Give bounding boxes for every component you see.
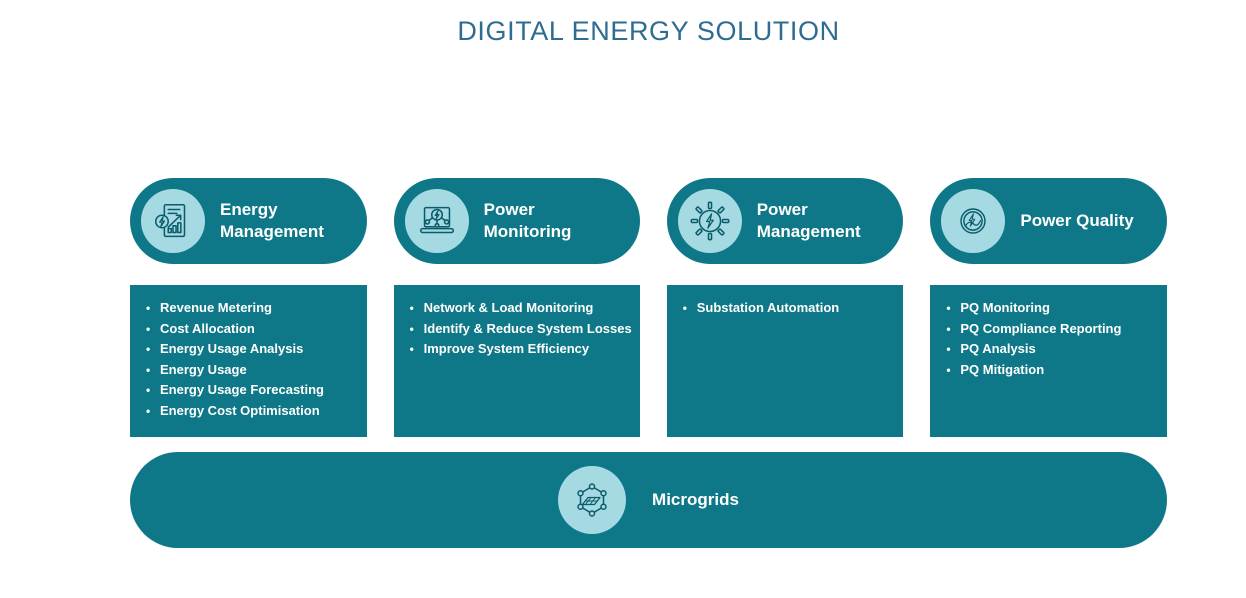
power-monitoring-list: Network & Load Monitoring Identify & Red… xyxy=(409,298,632,360)
pill-label: Power Management xyxy=(756,199,861,241)
energy-management-list: Revenue Metering Cost Allocation Energy … xyxy=(145,298,359,421)
list-item: Energy Cost Optimisation xyxy=(145,401,359,422)
energy-management-pill: Energy Management xyxy=(130,178,367,264)
list-item: Network & Load Monitoring xyxy=(409,298,632,319)
solution-columns: Energy Management Revenue Metering Cost … xyxy=(130,178,1167,437)
list-item: Cost Allocation xyxy=(145,319,359,340)
power-monitoring-icon xyxy=(404,189,469,253)
power-management-list: Substation Automation xyxy=(682,298,896,319)
column-power-management: Power Management Substation Automation xyxy=(666,178,904,437)
power-management-box: Substation Automation xyxy=(666,285,904,437)
list-item: Substation Automation xyxy=(682,298,896,319)
column-energy-management: Energy Management Revenue Metering Cost … xyxy=(130,178,367,437)
list-item: Energy Usage Forecasting xyxy=(145,380,359,401)
list-item: Improve System Efficiency xyxy=(409,339,632,360)
list-item: Energy Usage Analysis xyxy=(145,339,359,360)
power-monitoring-box: Network & Load Monitoring Identify & Red… xyxy=(393,285,640,437)
pill-label: Energy Management xyxy=(220,199,324,241)
column-power-monitoring: Power Monitoring Network & Load Monitori… xyxy=(393,178,640,437)
list-item: PQ Mitigation xyxy=(945,360,1159,381)
list-item: Identify & Reduce System Losses xyxy=(409,319,632,340)
list-item: Revenue Metering xyxy=(145,298,359,319)
energy-management-icon xyxy=(141,189,205,253)
power-quality-list: PQ Monitoring PQ Compliance Reporting PQ… xyxy=(945,298,1159,380)
list-item: PQ Compliance Reporting xyxy=(945,319,1159,340)
diagram-content: Energy Management Revenue Metering Cost … xyxy=(130,178,1167,548)
pill-label: Power Monitoring xyxy=(483,199,572,241)
list-item: Energy Usage xyxy=(145,360,359,381)
page-title: DIGITAL ENERGY SOLUTION xyxy=(457,16,840,46)
power-quality-box: PQ Monitoring PQ Compliance Reporting PQ… xyxy=(930,285,1167,437)
power-monitoring-pill: Power Monitoring xyxy=(393,178,640,264)
microgrids-icon xyxy=(558,466,627,534)
pill-label: Power Quality xyxy=(1020,210,1134,230)
power-management-pill: Power Management xyxy=(666,178,904,264)
energy-management-box: Revenue Metering Cost Allocation Energy … xyxy=(130,285,367,437)
microgrids-label: Microgrids xyxy=(652,490,739,509)
power-quality-icon xyxy=(941,189,1006,253)
power-quality-pill: Power Quality xyxy=(930,178,1167,264)
list-item: PQ Monitoring xyxy=(945,298,1159,319)
microgrids-bar: Microgrids xyxy=(130,452,1167,548)
list-item: PQ Analysis xyxy=(945,339,1159,360)
power-management-icon xyxy=(677,189,742,253)
column-power-quality: Power Quality PQ Monitoring PQ Complianc… xyxy=(930,178,1167,437)
